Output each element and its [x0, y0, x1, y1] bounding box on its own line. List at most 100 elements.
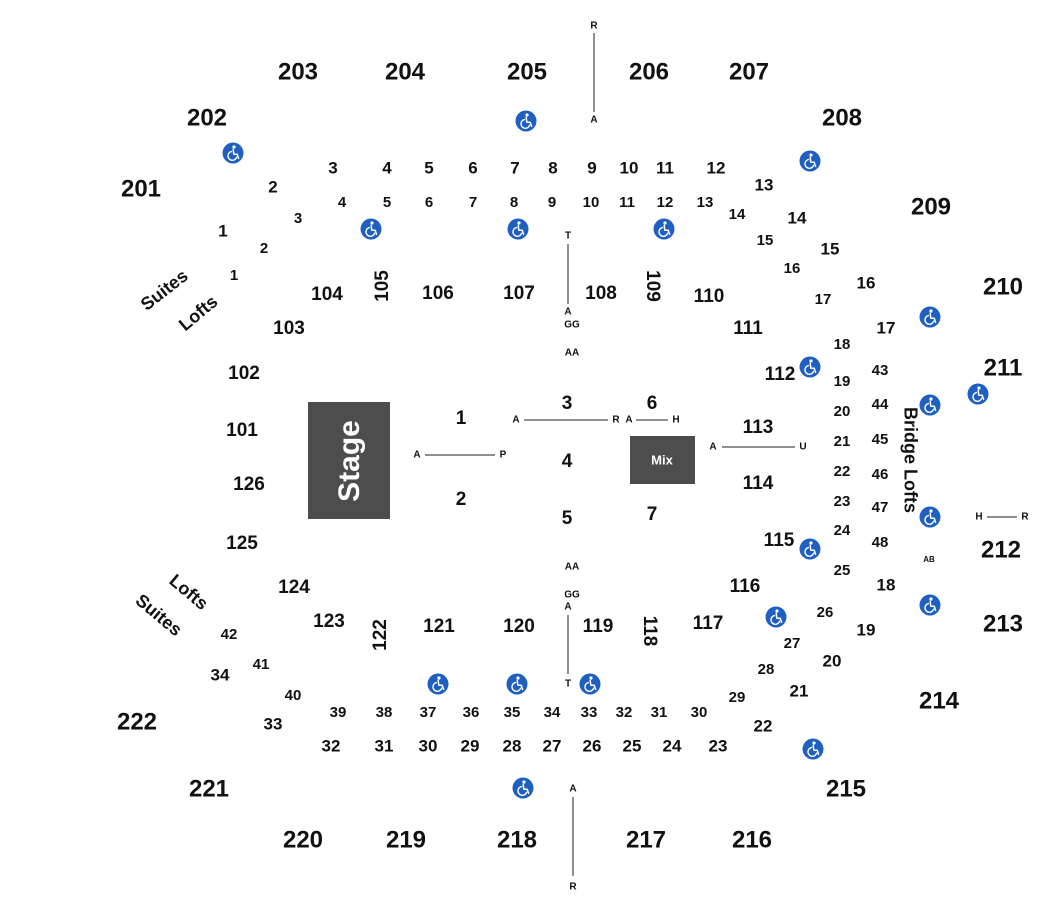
- mix-position[interactable]: [630, 436, 695, 484]
- upper-box-15[interactable]: 15: [821, 239, 840, 258]
- wheelchair-icon[interactable]: [511, 776, 535, 800]
- lower-box-28[interactable]: 28: [758, 661, 775, 678]
- section-112[interactable]: 112: [765, 364, 796, 385]
- lower-box-18[interactable]: 18: [834, 336, 851, 353]
- upper-box-27[interactable]: 27: [543, 736, 562, 755]
- wheelchair-icon[interactable]: [505, 672, 529, 696]
- wheelchair-icon[interactable]: [578, 672, 602, 696]
- section-102[interactable]: 102: [228, 363, 260, 384]
- section-221[interactable]: 221: [189, 775, 229, 802]
- lower-box-41[interactable]: 41: [253, 656, 270, 673]
- section-123[interactable]: 123: [313, 611, 345, 632]
- lower-box-10[interactable]: 10: [583, 194, 600, 211]
- section-216[interactable]: 216: [732, 826, 772, 853]
- upper-box-4[interactable]: 4: [382, 158, 392, 177]
- lower-box-20[interactable]: 20: [834, 403, 851, 420]
- wheelchair-icon[interactable]: [426, 672, 450, 696]
- section-213[interactable]: 213: [983, 610, 1023, 637]
- upper-box-22[interactable]: 22: [754, 716, 773, 735]
- section-206[interactable]: 206: [629, 58, 669, 85]
- lower-box-21[interactable]: 21: [834, 433, 851, 450]
- wheelchair-icon[interactable]: [221, 141, 245, 165]
- lower-box-17[interactable]: 17: [815, 291, 832, 308]
- upper-box-31[interactable]: 31: [375, 736, 394, 755]
- upper-box-1[interactable]: 1: [218, 221, 227, 240]
- section-125[interactable]: 125: [226, 533, 258, 554]
- wheelchair-icon[interactable]: [798, 537, 822, 561]
- section-209[interactable]: 209: [911, 193, 951, 220]
- lower-box-40[interactable]: 40: [285, 687, 302, 704]
- upper-box-7[interactable]: 7: [510, 158, 519, 177]
- wheelchair-icon[interactable]: [506, 217, 530, 241]
- upper-box-14[interactable]: 14: [788, 208, 807, 227]
- section-211[interactable]: 211: [984, 354, 1023, 381]
- section-119[interactable]: 119: [583, 616, 614, 637]
- section-218[interactable]: 218: [497, 826, 537, 853]
- section-214[interactable]: 214: [919, 687, 960, 714]
- lower-box-30[interactable]: 30: [691, 704, 708, 721]
- wheelchair-icon[interactable]: [918, 393, 942, 417]
- floor-section-1[interactable]: 1: [456, 408, 467, 429]
- upper-box-20[interactable]: 20: [823, 651, 842, 670]
- upper-box-26[interactable]: 26: [583, 736, 602, 755]
- lower-box-34[interactable]: 34: [544, 704, 561, 721]
- section-205[interactable]: 205: [507, 58, 547, 85]
- upper-box-6[interactable]: 6: [468, 158, 477, 177]
- section-203[interactable]: 203: [278, 58, 318, 85]
- section-116[interactable]: 116: [730, 576, 761, 597]
- wheelchair-icon[interactable]: [764, 605, 788, 629]
- lower-box-3[interactable]: 3: [294, 210, 302, 227]
- section-222[interactable]: 222: [117, 708, 157, 735]
- upper-box-10[interactable]: 10: [620, 158, 639, 177]
- section-101[interactable]: 101: [226, 420, 258, 441]
- upper-box-21[interactable]: 21: [790, 681, 809, 700]
- stage-block[interactable]: [308, 402, 390, 519]
- upper-box-34[interactable]: 34: [211, 665, 230, 684]
- upper-box-3[interactable]: 3: [328, 158, 337, 177]
- lower-box-5[interactable]: 5: [383, 194, 391, 211]
- section-109[interactable]: 109: [642, 270, 663, 302]
- wheelchair-icon[interactable]: [918, 305, 942, 329]
- lower-box-1[interactable]: 1: [230, 267, 238, 284]
- section-204[interactable]: 204: [385, 58, 426, 85]
- upper-box-19[interactable]: 19: [857, 620, 876, 639]
- lower-box-38[interactable]: 38: [376, 704, 393, 721]
- upper-box-8[interactable]: 8: [548, 158, 557, 177]
- section-124[interactable]: 124: [278, 577, 310, 598]
- lower-box-6[interactable]: 6: [425, 194, 433, 211]
- section-126[interactable]: 126: [233, 474, 265, 495]
- section-207[interactable]: 207: [729, 58, 769, 85]
- wheelchair-icon[interactable]: [966, 382, 990, 406]
- lower-box-36[interactable]: 36: [463, 704, 480, 721]
- upper-box-30[interactable]: 30: [419, 736, 438, 755]
- upper-box-5[interactable]: 5: [424, 158, 433, 177]
- floor-section-5[interactable]: 5: [562, 508, 573, 529]
- lower-box-32[interactable]: 32: [616, 704, 633, 721]
- section-104[interactable]: 104: [311, 284, 343, 305]
- lower-box-42[interactable]: 42: [221, 626, 238, 643]
- lower-box-25[interactable]: 25: [834, 562, 851, 579]
- lower-box-15[interactable]: 15: [757, 232, 774, 249]
- upper-box-32[interactable]: 32: [322, 736, 341, 755]
- lower-box-8[interactable]: 8: [510, 194, 518, 211]
- lower-box-23[interactable]: 23: [834, 493, 851, 510]
- section-118[interactable]: 118: [639, 616, 660, 647]
- section-219[interactable]: 219: [386, 826, 426, 853]
- upper-box-25[interactable]: 25: [623, 736, 642, 755]
- bridge-box-45[interactable]: 45: [872, 431, 889, 448]
- wheelchair-icon[interactable]: [918, 593, 942, 617]
- floor-section-3[interactable]: 3: [562, 393, 573, 414]
- lower-box-22[interactable]: 22: [834, 463, 851, 480]
- section-105[interactable]: 105: [372, 270, 393, 302]
- floor-section-7[interactable]: 7: [647, 504, 658, 525]
- section-110[interactable]: 110: [694, 286, 725, 307]
- upper-box-2[interactable]: 2: [268, 177, 277, 196]
- upper-box-9[interactable]: 9: [587, 158, 596, 177]
- upper-box-12[interactable]: 12: [707, 158, 726, 177]
- bridge-box-43[interactable]: 43: [872, 362, 889, 379]
- section-210[interactable]: 210: [983, 273, 1023, 300]
- wheelchair-icon[interactable]: [652, 217, 676, 241]
- lower-box-16[interactable]: 16: [784, 260, 801, 277]
- floor-section-2[interactable]: 2: [456, 489, 467, 510]
- bridge-box-44[interactable]: 44: [872, 396, 889, 413]
